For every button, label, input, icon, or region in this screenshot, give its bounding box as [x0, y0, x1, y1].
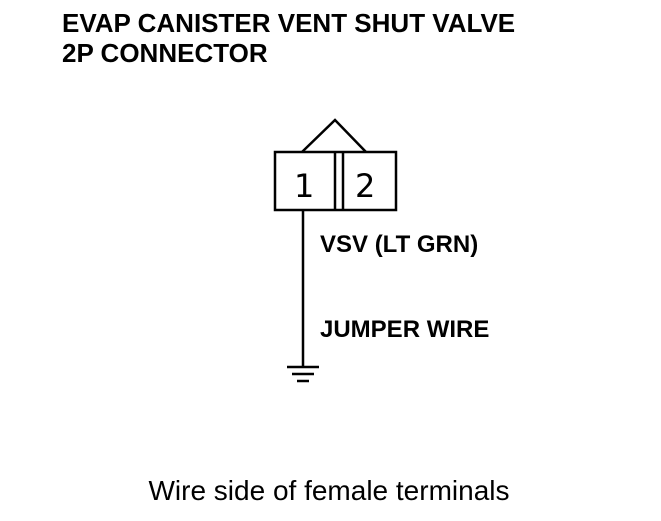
- diagram-caption: Wire side of female terminals: [148, 475, 509, 506]
- title-line-2: 2P CONNECTOR: [62, 38, 268, 68]
- pin-2-label: 2: [355, 167, 375, 205]
- ground-icon: [287, 365, 319, 383]
- title-line-1: EVAP CANISTER VENT SHUT VALVE: [62, 8, 515, 38]
- pin-1-label: 1: [294, 167, 314, 205]
- jumper-wire-label: JUMPER WIRE: [320, 316, 489, 343]
- wire-color-label: VSV (LT GRN): [320, 231, 478, 258]
- connector-lock-tab: [301, 118, 367, 153]
